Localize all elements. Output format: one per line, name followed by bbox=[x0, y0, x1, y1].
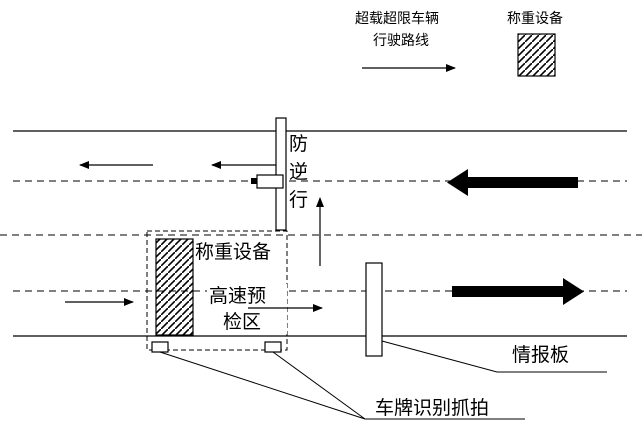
bold-arrow-right bbox=[452, 278, 584, 305]
legend-route-label-line1: 超载超限车辆 bbox=[355, 10, 439, 27]
camera-icon bbox=[251, 174, 284, 189]
precheck-label-line1: 高速预 bbox=[209, 285, 266, 307]
plate-sensor-right bbox=[264, 341, 282, 353]
plate-capture-leader-right bbox=[272, 351, 366, 420]
plate-capture-label: 车牌识别抓拍 bbox=[375, 397, 489, 419]
weigh-device-symbol bbox=[155, 238, 194, 336]
info-board bbox=[365, 262, 383, 357]
bold-arrow-left bbox=[447, 169, 578, 196]
weigh-label-bg bbox=[195, 238, 284, 264]
legend-route-label-line2: 行驶路线 bbox=[373, 33, 429, 49]
info-board-leader bbox=[381, 340, 607, 373]
info-board-label: 情报板 bbox=[512, 344, 569, 366]
plate-sensor-left bbox=[151, 341, 169, 353]
precheck-zone-box bbox=[146, 230, 288, 351]
precheck-label-line2: 检区 bbox=[223, 311, 261, 333]
weigh-device-label: 称重设备 bbox=[195, 241, 271, 263]
anti-reverse-post bbox=[275, 117, 287, 231]
plate-capture-leader-left bbox=[159, 351, 366, 420]
anti-reverse-char-3: 行 bbox=[289, 189, 308, 211]
anti-reverse-char-1: 防 bbox=[289, 133, 308, 155]
anti-reverse-char-2: 逆 bbox=[289, 161, 308, 183]
legend-weigh-symbol bbox=[517, 33, 556, 77]
legend-weigh-label: 称重设备 bbox=[507, 10, 563, 27]
precheck-label-bg bbox=[207, 284, 287, 334]
